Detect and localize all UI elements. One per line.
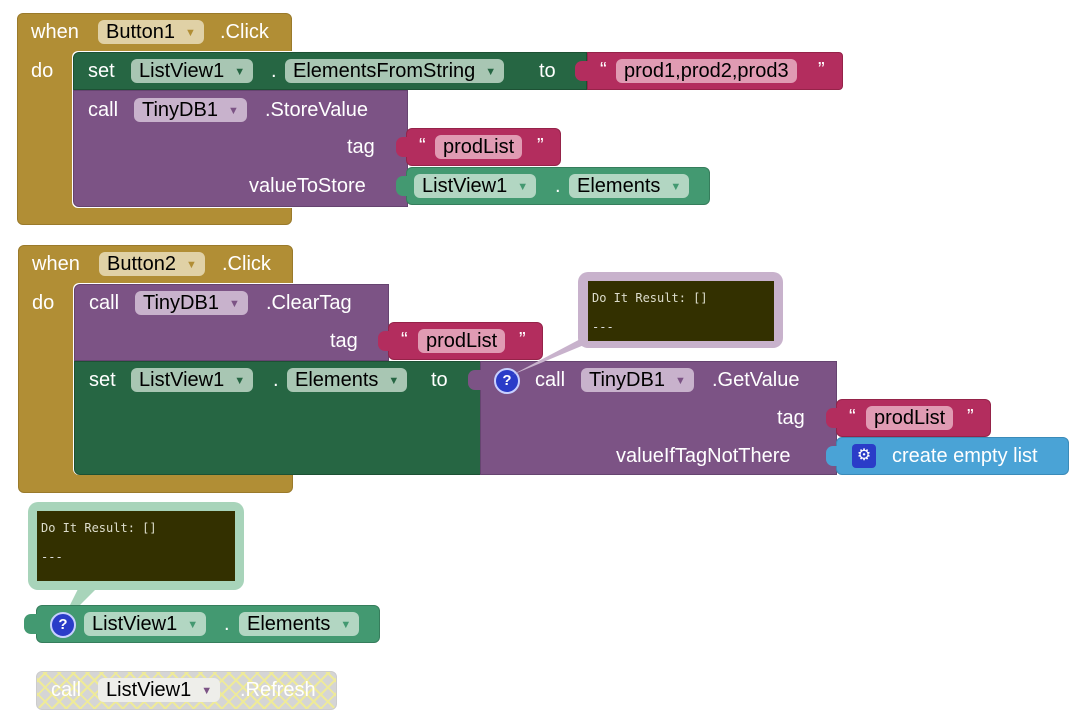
tag-label: tag [330,330,358,352]
component-dropdown[interactable]: ListView1 ▼ [84,612,207,636]
value-if-tag-not-there-label: valueIfTagNotThere [616,445,791,467]
dropdown-arrow-icon: ▼ [234,375,246,387]
puzzle-connector [396,137,410,157]
value-to-store-label: valueToStore [249,175,366,197]
result-text: Do It Result: [] [592,291,708,305]
component-dropdown[interactable]: ListView1 ▼ [131,368,254,392]
when-label: when [32,253,80,275]
separator-text: --- [41,550,63,564]
dropdown-value: Button2 [107,253,176,275]
quote-close: ” [519,329,526,351]
dropdown-value: TinyDB1 [143,292,219,314]
dropdown-value: ListView1 [139,369,225,391]
method-label: .Refresh [240,679,316,701]
dropdown-value: TinyDB1 [589,369,665,391]
dropdown-arrow-icon: ▼ [185,259,197,271]
separator-text: --- [592,320,614,334]
dropdown-value: ListView1 [422,175,508,197]
component-dropdown[interactable]: ListView1 ▼ [414,174,537,198]
dropdown-arrow-icon: ▼ [340,619,352,631]
method-label: .GetValue [712,369,800,391]
text-field[interactable]: prodList [418,329,506,353]
gear-icon[interactable]: ⚙ [852,444,876,468]
puzzle-connector [575,61,589,81]
puzzle-connector [24,614,38,634]
puzzle-connector [378,331,392,351]
text-field[interactable]: prod1,prod2,prod3 [616,59,797,83]
component-dropdown[interactable]: ListView1 ▼ [131,59,254,83]
dropdown-value: Button1 [106,21,175,43]
dot-label: . [224,613,230,635]
puzzle-connector [826,408,840,428]
set-label: set [88,60,115,82]
component-dropdown[interactable]: ListView1 ▼ [98,678,221,702]
component-dropdown[interactable]: TinyDB1 ▼ [135,291,248,315]
dropdown-value: ElementsFromString [293,60,476,82]
quote-open: “ [600,59,607,81]
dropdown-value: Elements [247,613,331,635]
quote-open: “ [849,406,856,428]
call-label: call [51,679,82,701]
event-label: .Click [222,253,271,275]
property-dropdown[interactable]: Elements ▼ [569,174,690,198]
quote-open: “ [401,329,408,351]
call-label: call [89,292,120,314]
component-dropdown[interactable]: TinyDB1 ▼ [581,368,694,392]
dropdown-arrow-icon: ▼ [228,298,240,310]
call-label: call [535,369,566,391]
dropdown-value: Elements [577,175,661,197]
dropdown-value: ListView1 [106,679,192,701]
do-label: do [32,292,55,314]
dropdown-arrow-icon: ▼ [388,375,400,387]
puzzle-connector [396,176,410,196]
component-dropdown[interactable]: TinyDB1 ▼ [134,98,247,122]
dropdown-value: Elements [295,369,379,391]
dropdown-value: ListView1 [139,60,225,82]
quote-open: “ [419,135,426,157]
text-field[interactable]: prodList [435,135,523,159]
dropdown-arrow-icon: ▼ [234,66,246,78]
when-label: when [31,21,79,43]
event-label: .Click [220,21,269,43]
quote-close: ” [967,406,974,428]
do-it-result-console: Do It Result: [] --- [588,281,774,341]
dropdown-value: TinyDB1 [142,99,218,121]
dot-label: . [273,369,279,391]
create-empty-list-label: create empty list [892,445,1038,467]
do-label: do [31,60,54,82]
component-dropdown[interactable]: Button1 ▼ [98,20,204,44]
dot-label: . [555,175,561,197]
method-label: .StoreValue [265,99,369,121]
tag-label: tag [347,136,375,158]
dropdown-arrow-icon: ▼ [517,181,529,193]
puzzle-connector [468,370,482,390]
property-dropdown[interactable]: Elements ▼ [287,368,408,392]
do-it-result-console: Do It Result: [] --- [37,511,235,581]
dropdown-arrow-icon: ▼ [674,375,686,387]
quote-close: ” [818,59,825,81]
quote-close: ” [537,135,544,157]
dropdown-value: ListView1 [92,613,178,635]
dropdown-arrow-icon: ▼ [201,685,213,697]
property-dropdown[interactable]: ElementsFromString ▼ [285,59,505,83]
help-icon[interactable]: ? [50,612,76,638]
component-dropdown[interactable]: Button2 ▼ [99,252,205,276]
result-text: Do It Result: [] [41,521,157,535]
property-dropdown[interactable]: Elements ▼ [239,612,360,636]
dropdown-arrow-icon: ▼ [227,105,239,117]
tag-label: tag [777,407,805,429]
call-label: call [88,99,119,121]
method-label: .ClearTag [266,292,352,314]
dropdown-arrow-icon: ▼ [184,27,196,39]
dropdown-arrow-icon: ▼ [485,66,497,78]
dot-label: . [271,60,277,82]
puzzle-connector [826,446,840,466]
to-label: to [539,60,556,82]
dropdown-arrow-icon: ▼ [187,619,199,631]
to-label: to [431,369,448,391]
dropdown-arrow-icon: ▼ [670,181,682,193]
set-label: set [89,369,116,391]
text-field[interactable]: prodList [866,406,954,430]
help-icon[interactable]: ? [494,368,520,394]
